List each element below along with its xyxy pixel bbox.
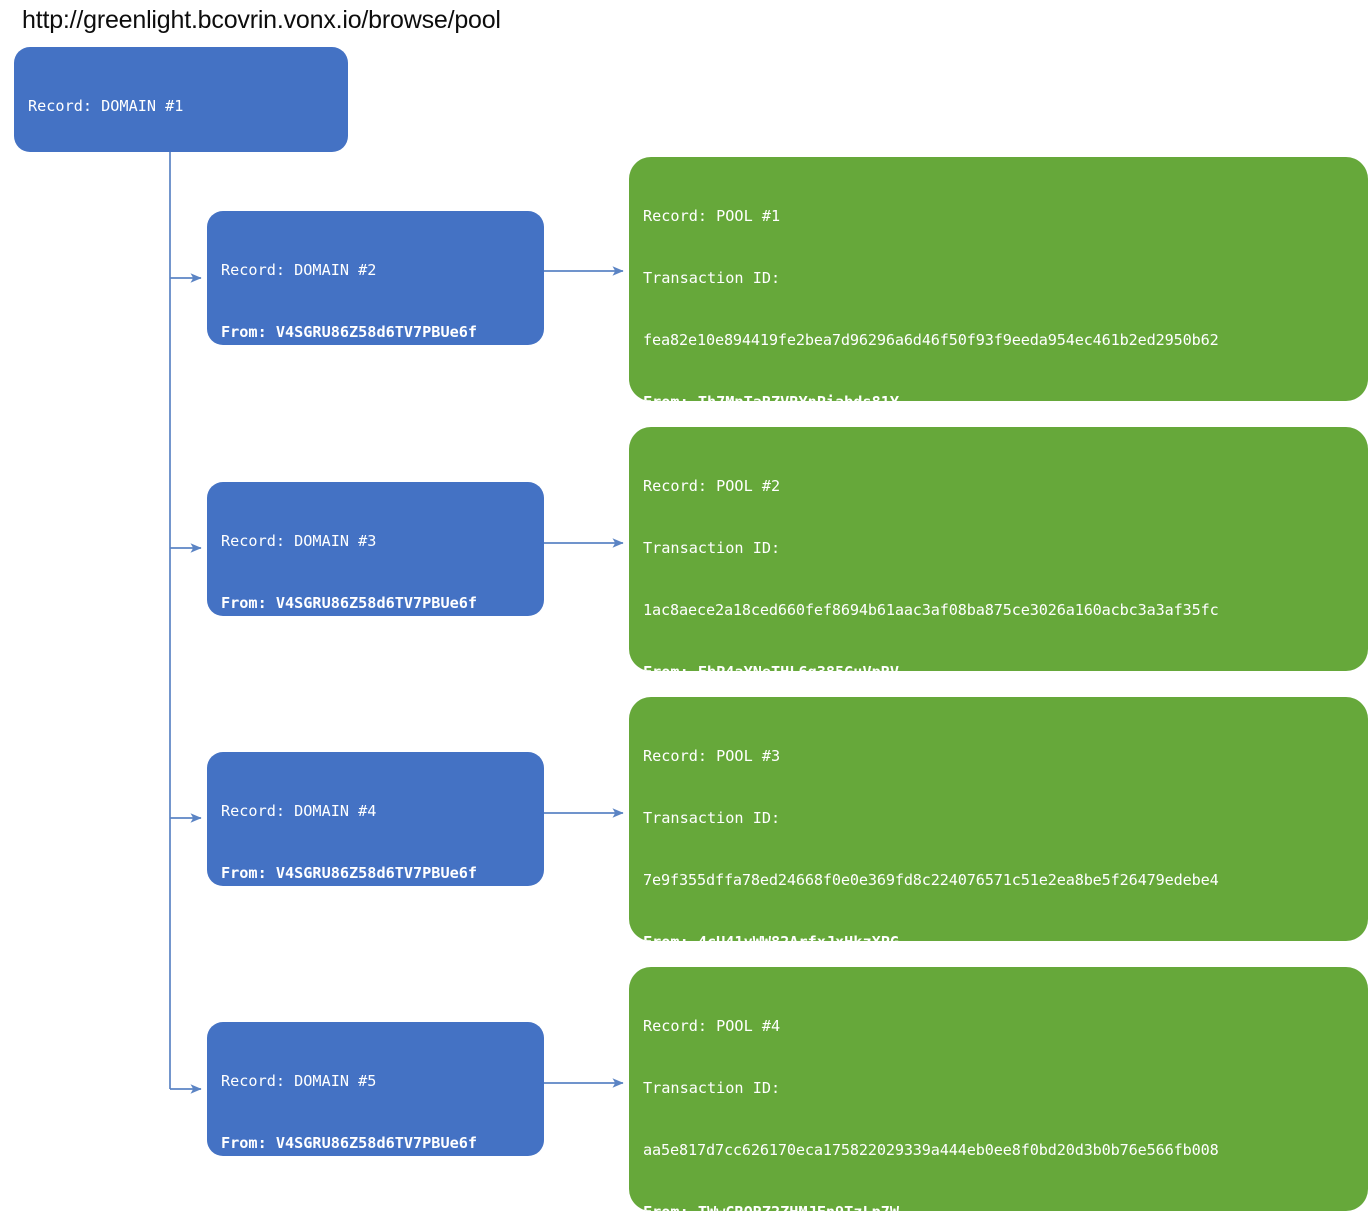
pool-2-transaction-id-label: Transaction ID: — [643, 538, 781, 557]
pool-2-record: Record: POOL #2 — [643, 477, 781, 496]
pool-4-transaction-id: aa5e817d7cc626170eca175822029339a444eb0e… — [643, 1140, 1219, 1159]
pool-1-transaction-id: fea82e10e894419fe2bea7d96296a6d46f50f93f… — [643, 330, 1219, 349]
pool-4-record: Record: POOL #4 — [643, 1017, 781, 1036]
domain-record-4[interactable]: Record: DOMAIN #4 From: V4SGRU86Z58d6TV7… — [207, 752, 544, 886]
pool-1-transaction-id-label: Transaction ID: — [643, 268, 781, 287]
domain-record-2[interactable]: Record: DOMAIN #2 From: V4SGRU86Z58d6TV7… — [207, 211, 544, 345]
domain-record-1[interactable]: Record: DOMAIN #1 Type: NYM Nym: V4SGRU8… — [14, 47, 348, 152]
pool-3-transaction-id: 7e9f355dffa78ed24668f0e0e369fd8c22407657… — [643, 870, 1219, 889]
domain-3-from: From: V4SGRU86Z58d6TV7PBUe6f — [221, 593, 478, 612]
pool-4-transaction-id-label: Transaction ID: — [643, 1078, 781, 1097]
pool-3-transaction-id-label: Transaction ID: — [643, 808, 781, 827]
pool-1-from: From: Th7MpTaRZVRYnPiabds81Y — [643, 392, 1354, 401]
pool-4-from: From: TWwCRQRZ2ZHMJFn9TzLp7W — [643, 1202, 1354, 1211]
page-url-caption: http://greenlight.bcovrin.vonx.io/browse… — [22, 6, 501, 34]
pool-2-transaction-id: 1ac8aece2a18ced660fef8694b61aac3af08ba87… — [643, 600, 1219, 619]
pool-record-4[interactable]: Record: POOL #4 Transaction ID: aa5e817d… — [629, 967, 1368, 1211]
pool-1-record: Record: POOL #1 — [643, 207, 781, 226]
domain-1-record: Record: DOMAIN #1 — [28, 97, 184, 116]
domain-2-record: Record: DOMAIN #2 — [221, 261, 377, 280]
domain-4-from: From: V4SGRU86Z58d6TV7PBUe6f — [221, 863, 478, 882]
pool-record-3[interactable]: Record: POOL #3 Transaction ID: 7e9f355d… — [629, 697, 1368, 941]
domain-record-5[interactable]: Record: DOMAIN #5 From: V4SGRU86Z58d6TV7… — [207, 1022, 544, 1156]
pool-3-record: Record: POOL #3 — [643, 747, 781, 766]
domain-5-record: Record: DOMAIN #5 — [221, 1072, 377, 1091]
domain-4-record: Record: DOMAIN #4 — [221, 802, 377, 821]
domain-5-from: From: V4SGRU86Z58d6TV7PBUe6f — [221, 1133, 478, 1152]
domain-3-record: Record: DOMAIN #3 — [221, 532, 377, 551]
pool-3-from: From: 4cU41vWW82ArfxJxHkzXPG — [643, 932, 1354, 941]
pool-record-2[interactable]: Record: POOL #2 Transaction ID: 1ac8aece… — [629, 427, 1368, 671]
domain-record-3[interactable]: Record: DOMAIN #3 From: V4SGRU86Z58d6TV7… — [207, 482, 544, 616]
domain-2-from: From: V4SGRU86Z58d6TV7PBUe6f — [221, 322, 478, 341]
pool-record-1[interactable]: Record: POOL #1 Transaction ID: fea82e10… — [629, 157, 1368, 401]
pool-2-from: From: EbP4aYNeTHL6q385GuVpRV — [643, 662, 1354, 671]
